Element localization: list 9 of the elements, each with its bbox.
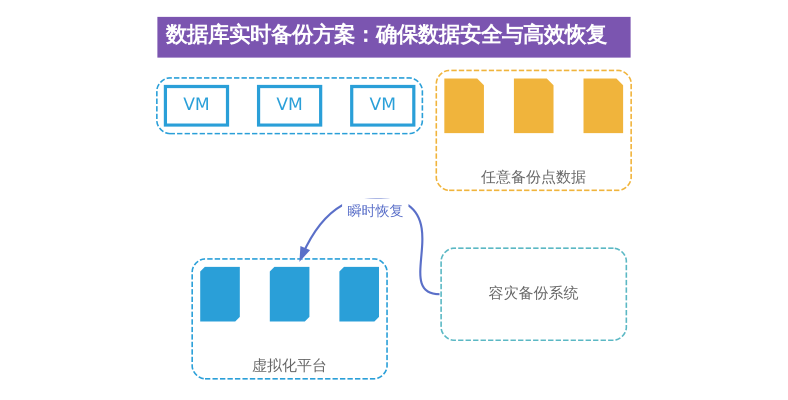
node-box: VM (164, 84, 230, 127)
node-box: VM (256, 84, 322, 127)
cluster (156, 77, 424, 134)
edge-label: 瞬时恢复 (347, 203, 404, 220)
node-box: VM (350, 84, 416, 127)
node-box: 容灾备份系统 (440, 247, 628, 342)
cluster: 任意备份点数据 (435, 70, 632, 192)
diagram-title: 数据库实时备份方案：确保数据安全与高效恢复 (166, 22, 607, 48)
cluster: 虚拟化平台 (191, 258, 388, 380)
